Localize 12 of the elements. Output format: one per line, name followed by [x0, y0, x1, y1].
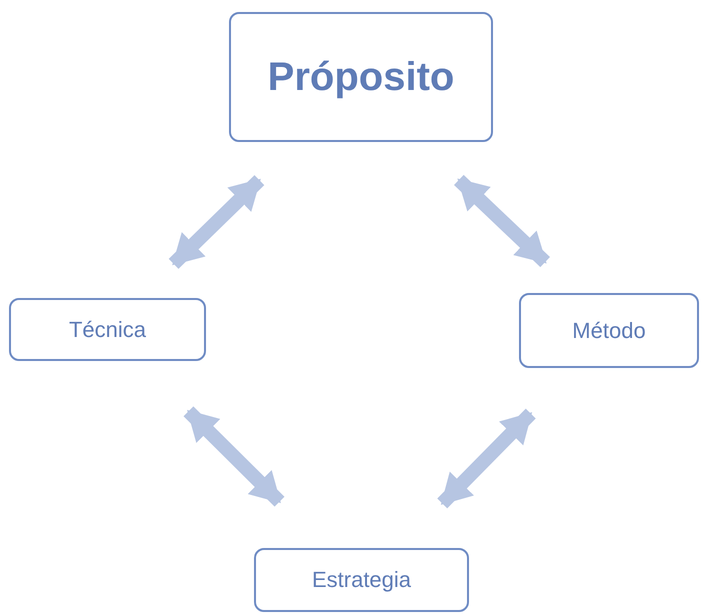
double-arrow [437, 408, 536, 508]
rounded-box [9, 298, 206, 361]
double-arrow [168, 175, 264, 269]
double-arrow [184, 406, 284, 507]
node-label: Método [572, 318, 646, 344]
double-arrow [454, 174, 550, 268]
rounded-box [254, 548, 469, 612]
node-label: Estrategia [312, 567, 412, 593]
node-label: Próposito [268, 54, 454, 100]
rounded-box [229, 12, 493, 142]
node-label: Técnica [68, 316, 146, 342]
rounded-box [519, 293, 699, 368]
